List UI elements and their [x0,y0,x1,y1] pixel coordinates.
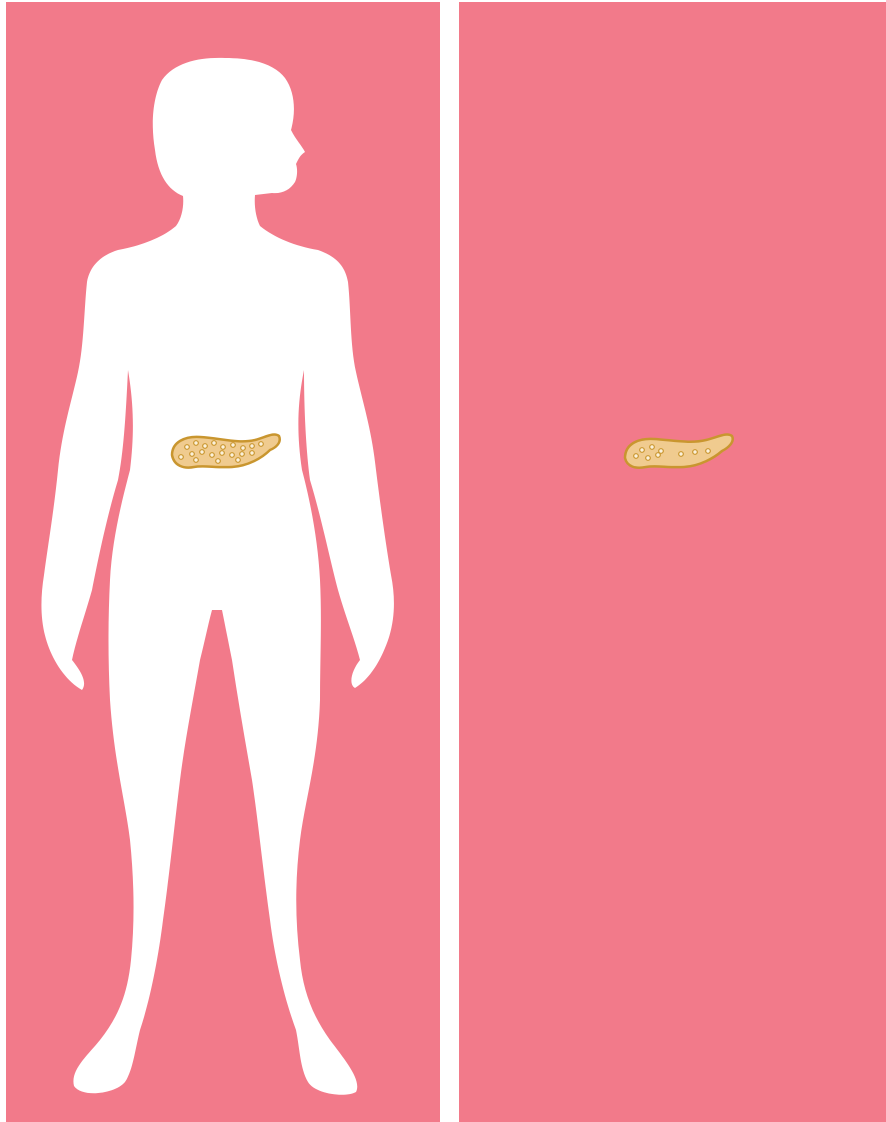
left-panel [6,2,440,1122]
right-panel [459,2,886,1122]
right-panel-background [459,2,886,1122]
right-panel-figure [459,2,886,1122]
left-panel-figure [6,2,440,1122]
